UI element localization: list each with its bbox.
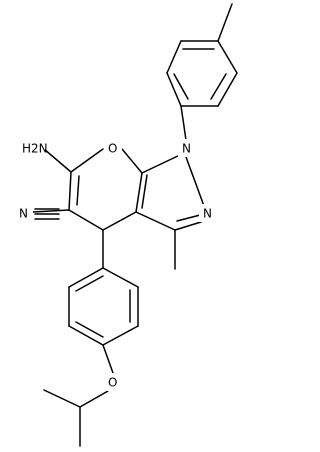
ring-bond-c-o	[70, 148, 104, 173]
phenyl-ring-bond	[102, 267, 139, 288]
bond-layer	[32, 3, 238, 447]
phenyl-double-bond	[75, 321, 104, 338]
nitrile-nitrogen-label-bg	[15, 204, 33, 222]
ring-double-bond	[76, 175, 80, 206]
aryl-n1-bond	[180, 105, 187, 141]
methyl-bond-top	[217, 3, 233, 42]
nitrile-nitrogen-label: N	[19, 207, 28, 221]
nitrile-single-bond	[32, 209, 70, 213]
atom-label-layer: H2N O N N N O	[15, 139, 217, 391]
phenyl-ring-bond	[102, 325, 139, 346]
pyrazole-n1-label: N	[182, 142, 191, 156]
tolyl-ring-bond	[217, 40, 238, 74]
tolyl-ring-bond	[166, 72, 182, 107]
tolyl-double-bond	[173, 73, 189, 100]
amino-label-bg	[16, 139, 45, 159]
pyrazole-n2-label: N	[203, 207, 212, 221]
tolyl-ring-bond	[217, 72, 238, 107]
tolyl-double-bond	[210, 73, 227, 100]
chemical-structure: H2N O N N N O	[15, 3, 238, 447]
ring-oxygen-label-bg	[104, 139, 122, 157]
phenyl-double-bond	[75, 275, 104, 292]
pyrazole-bond-n2-c3	[174, 221, 202, 231]
ring-bond	[68, 171, 72, 211]
tolyl-ring-bond	[166, 40, 182, 74]
ring-bond-o-c	[121, 148, 143, 174]
ether-oxygen-label-bg	[104, 373, 122, 391]
ring-bond	[68, 209, 104, 231]
amino-group-label: H2N	[22, 142, 48, 156]
ring-bond	[102, 211, 137, 231]
isopropyl-bond	[79, 390, 109, 408]
ether-oxygen-label: O	[108, 376, 117, 390]
ring-fusion-double-bond	[141, 174, 148, 209]
ether-bond	[102, 344, 114, 374]
phenyl-ring-bond	[68, 325, 104, 346]
ring-bond-c-n1	[141, 153, 183, 174]
pyrazole-n2-label-bg	[199, 204, 217, 222]
amino-bond	[43, 148, 72, 173]
pyrazole-bond-n1-n2	[185, 156, 205, 207]
ring-fusion-bond	[135, 172, 143, 213]
isopropyl-methyl-bond	[43, 389, 81, 408]
ring-oxygen-label: O	[108, 142, 117, 156]
pyrazole-n1-label-bg	[178, 139, 196, 157]
pyrazole-bond-c3-c3a	[135, 211, 176, 231]
phenyl-ring-bond	[68, 267, 104, 288]
